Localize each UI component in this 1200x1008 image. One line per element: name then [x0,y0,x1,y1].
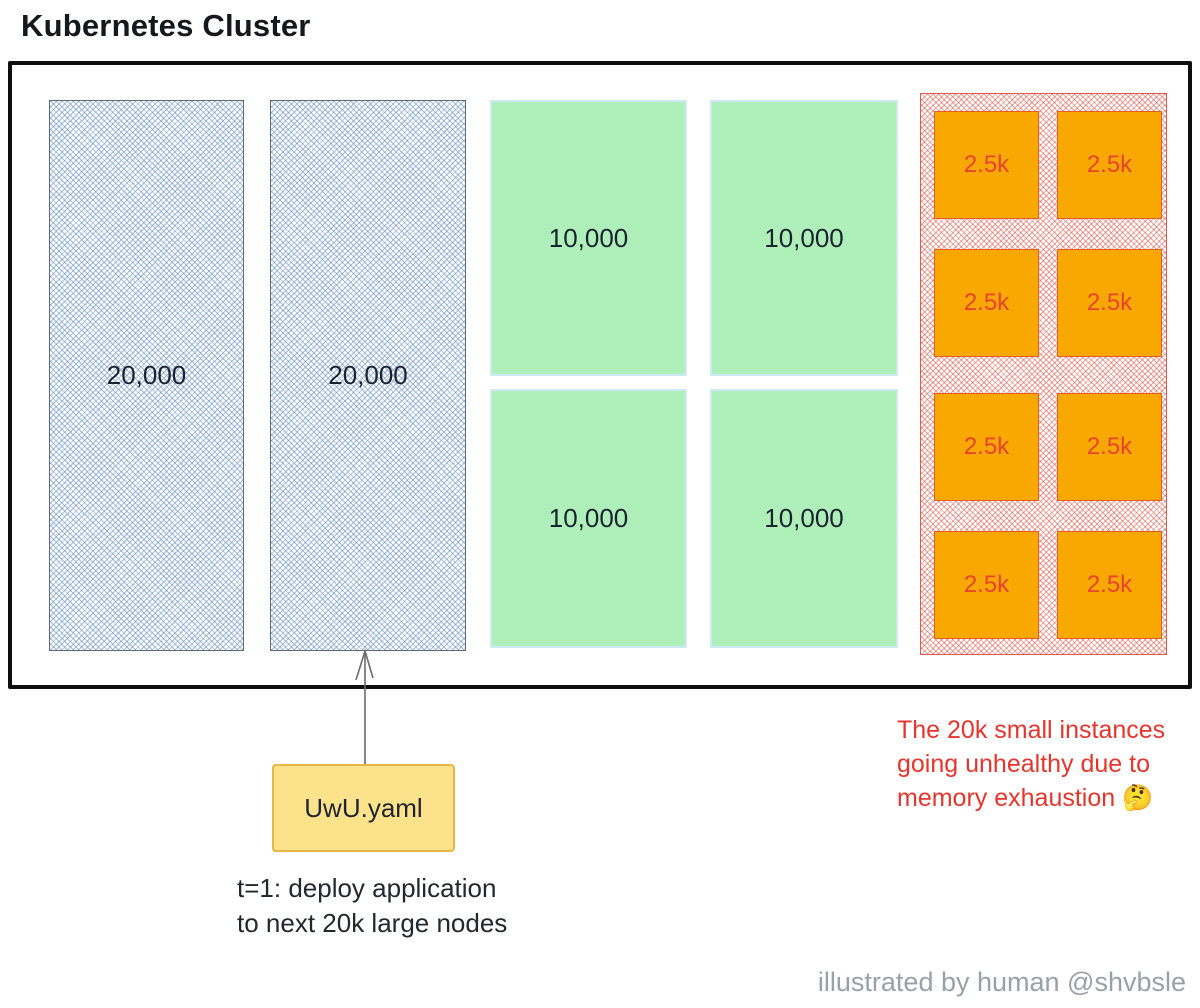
medium-node-count: 10,000 [548,222,629,253]
deploy-arrow-icon [355,648,374,766]
yaml-file-label: UwU.yaml [304,792,423,823]
small-node-count: 2.5k [1086,433,1133,460]
small-node: 2.5k [1057,393,1162,501]
small-node-count: 2.5k [963,289,1010,316]
small-node-count: 2.5k [1086,571,1133,598]
medium-node-group-3: 10,000 [490,389,687,648]
unhealthy-annotation: The 20k small instances going unhealthy … [897,713,1197,815]
small-node: 2.5k [1057,249,1162,357]
large-node-count: 20,000 [106,360,187,390]
medium-node-group-4: 10,000 [710,389,898,648]
large-node-group-1: 20,000 [49,100,244,651]
medium-node-group-1: 10,000 [490,100,687,376]
small-node: 2.5k [934,111,1039,219]
small-node-count: 2.5k [963,571,1010,598]
unhealthy-annotation-line-3: memory exhaustion 🤔 [897,784,1154,812]
medium-node-count: 10,000 [548,503,629,533]
diagram-title: Kubernetes Cluster [21,8,311,43]
attribution: illustrated by human @shvbsle [817,967,1186,997]
small-node-count: 2.5k [963,433,1010,460]
small-node-count: 2.5k [963,151,1010,178]
medium-node-count: 10,000 [764,503,844,533]
small-node-count: 2.5k [1086,289,1133,316]
small-node: 2.5k [934,249,1039,357]
small-node: 2.5k [1057,531,1162,639]
deploy-caption-line-2: to next 20k large nodes [237,908,508,938]
small-node: 2.5k [934,393,1039,501]
unhealthy-annotation-line-1: The 20k small instances [897,716,1166,744]
medium-node-group-2: 10,000 [710,100,898,376]
unhealthy-annotation-line-2: going unhealthy due to [897,750,1150,778]
deploy-caption: t=1: deploy application to next 20k larg… [237,871,507,941]
unhealthy-small-nodes-zone: 2.5k 2.5k 2.5k 2.5k 2.5k 2.5k 2.5k 2.5k [920,93,1167,655]
deploy-caption-line-1: t=1: deploy application [237,873,497,903]
small-node: 2.5k [934,531,1039,639]
small-node-count: 2.5k [1086,151,1133,178]
medium-node-count: 10,000 [764,222,844,253]
small-node: 2.5k [1057,111,1162,219]
large-node-group-2: 20,000 [270,100,466,651]
yaml-file-box: UwU.yaml [272,764,455,852]
large-node-count: 20,000 [328,360,408,390]
